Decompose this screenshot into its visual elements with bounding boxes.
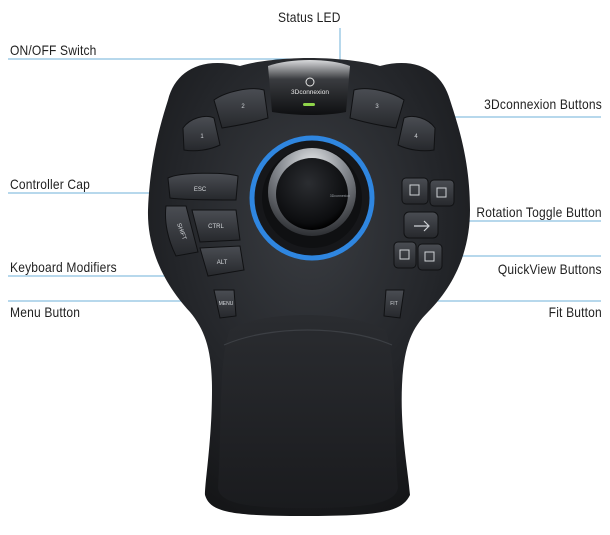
view-cube-icon	[409, 184, 420, 196]
status-led	[303, 103, 315, 106]
button-3-label: 3	[375, 104, 379, 110]
label-status-led: Status LED	[278, 9, 341, 25]
menu-button[interactable]: MENU	[213, 289, 237, 319]
label-fit-button: Fit Button	[548, 304, 602, 320]
label-keyboard-modifiers: Keyboard Modifiers	[10, 259, 117, 275]
ctrl-key[interactable]: CTRL	[191, 209, 241, 243]
controller-cap[interactable]: 3Dconnexion	[249, 135, 375, 261]
button-1[interactable]: 1	[182, 115, 221, 152]
button-4-label: 4	[414, 134, 418, 140]
3dconnexion-buttons: 1 2 3 4	[182, 88, 436, 152]
button-3[interactable]: 3	[349, 88, 405, 129]
blue-ring	[249, 135, 375, 261]
view-cube-icon	[436, 187, 447, 198]
esc-key[interactable]: ESC	[167, 172, 239, 201]
rotation-toggle-button[interactable]	[403, 211, 439, 239]
menu-button-label: MENU	[219, 301, 234, 307]
ctrl-key-label: CTRL	[208, 224, 224, 230]
button-1-label: 1	[200, 134, 204, 140]
view-cube-icon	[399, 249, 410, 260]
fit-button-label: FIT	[390, 301, 398, 307]
label-menu-button: Menu Button	[10, 304, 81, 320]
label-on-off-switch: ON/OFF Switch	[10, 42, 97, 58]
palm-rest-seam	[223, 329, 393, 346]
cap-top	[276, 158, 348, 230]
label-controller-cap: Controller Cap	[10, 176, 91, 192]
fit-button[interactable]: FIT	[383, 289, 405, 319]
shift-key[interactable]: SHIFT	[165, 205, 199, 257]
cap-logo-text: 3Dconnexion	[330, 194, 350, 198]
label-rotation-toggle: Rotation Toggle Button	[476, 204, 602, 220]
top-panel	[268, 60, 350, 115]
button-2-label: 2	[241, 104, 245, 110]
label-quickview-buttons: QuickView Buttons	[498, 261, 602, 277]
esc-key-label: ESC	[194, 187, 207, 193]
button-4[interactable]: 4	[397, 115, 436, 152]
quickview-top-view-button[interactable]	[401, 177, 429, 205]
quickview-buttons	[393, 177, 455, 271]
label-3dconnexion-buttons: 3Dconnexion Buttons	[484, 96, 602, 112]
view-cube-icon	[424, 251, 435, 262]
rotation-toggle-icon	[414, 220, 430, 232]
alt-key-label: ALT	[217, 260, 228, 266]
palm-rest	[218, 315, 398, 508]
quickview-right-view-button[interactable]	[417, 243, 443, 271]
quickview-left-view-button[interactable]	[393, 241, 417, 269]
alt-key[interactable]: ALT	[199, 245, 245, 277]
brand-logo-text: 3Dconnexion	[291, 89, 329, 96]
keyboard-modifiers: ESC SHIFT CTRL ALT	[165, 172, 245, 277]
shift-key-label: SHIFT	[175, 222, 187, 241]
button-2[interactable]: 2	[213, 88, 269, 129]
quickview-front-view-button[interactable]	[429, 179, 455, 207]
brand-logo-mark	[305, 77, 315, 87]
